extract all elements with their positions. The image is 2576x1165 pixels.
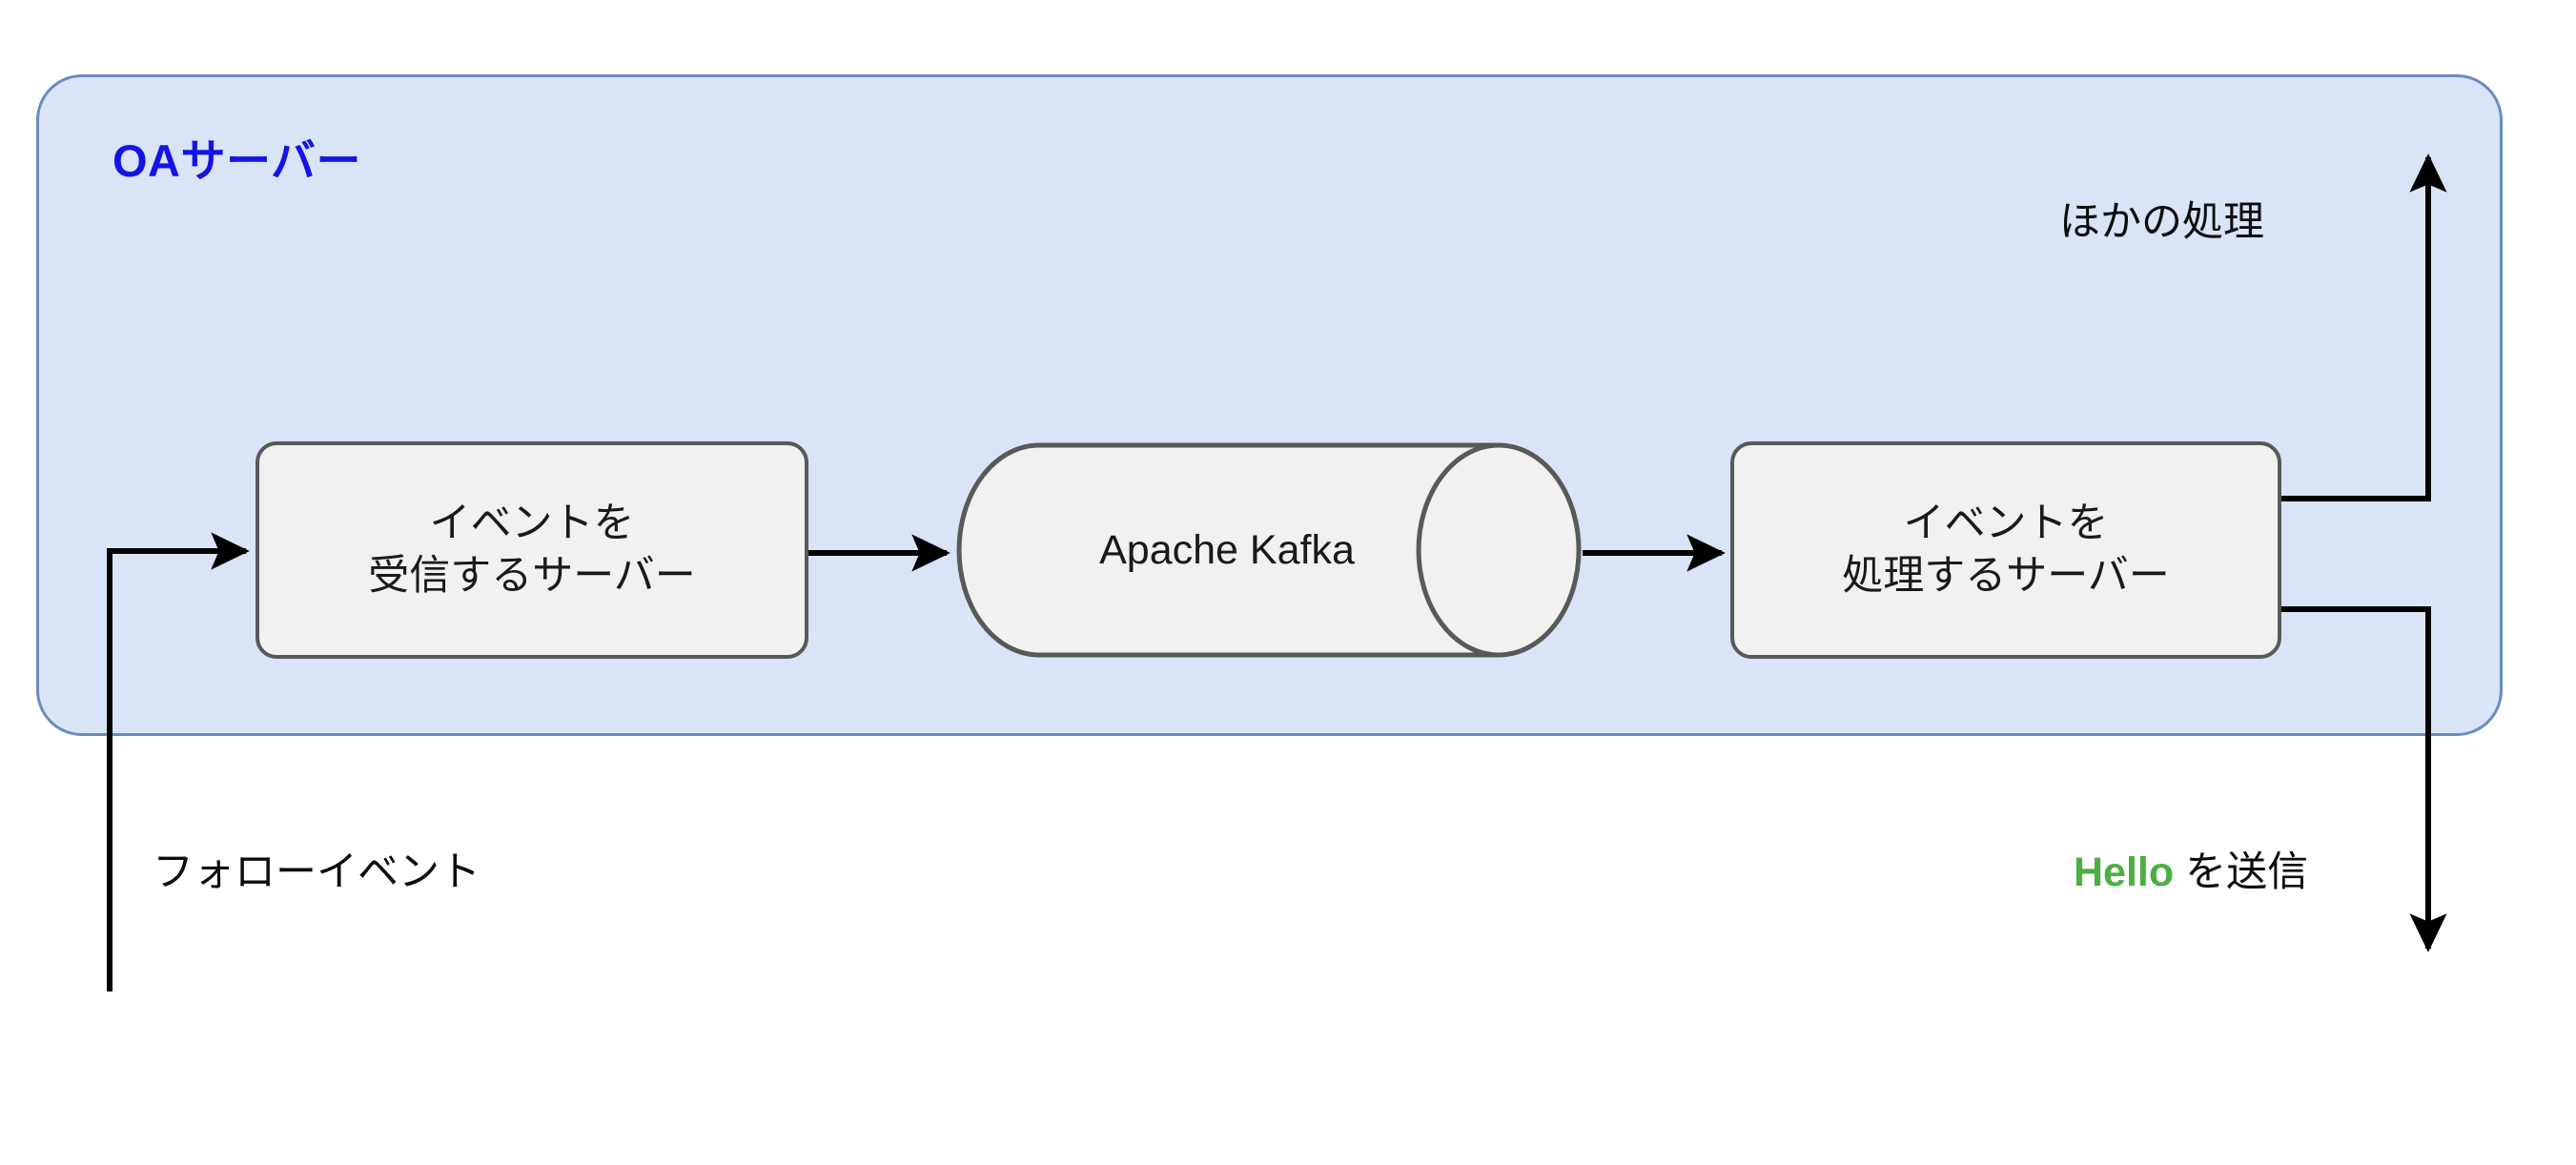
- node-process-server: イベントを 処理するサーバー: [1730, 441, 2281, 659]
- kafka-label: Apache Kafka: [1099, 526, 1355, 573]
- node-apache-kafka: Apache Kafka: [955, 441, 1583, 659]
- hello-token: Hello: [2074, 849, 2175, 895]
- label-send-hello: Hello を送信: [2074, 839, 2308, 898]
- node-receive-server: イベントを 受信するサーバー: [256, 441, 808, 659]
- send-hello-suffix: を送信: [2174, 849, 2309, 895]
- label-follow-event: フォローイベント: [153, 849, 480, 895]
- cylinder-shape: [956, 442, 1582, 658]
- label-other-process: ほかの処理: [2059, 199, 2264, 245]
- oa-server-title: OAサーバー: [112, 135, 362, 186]
